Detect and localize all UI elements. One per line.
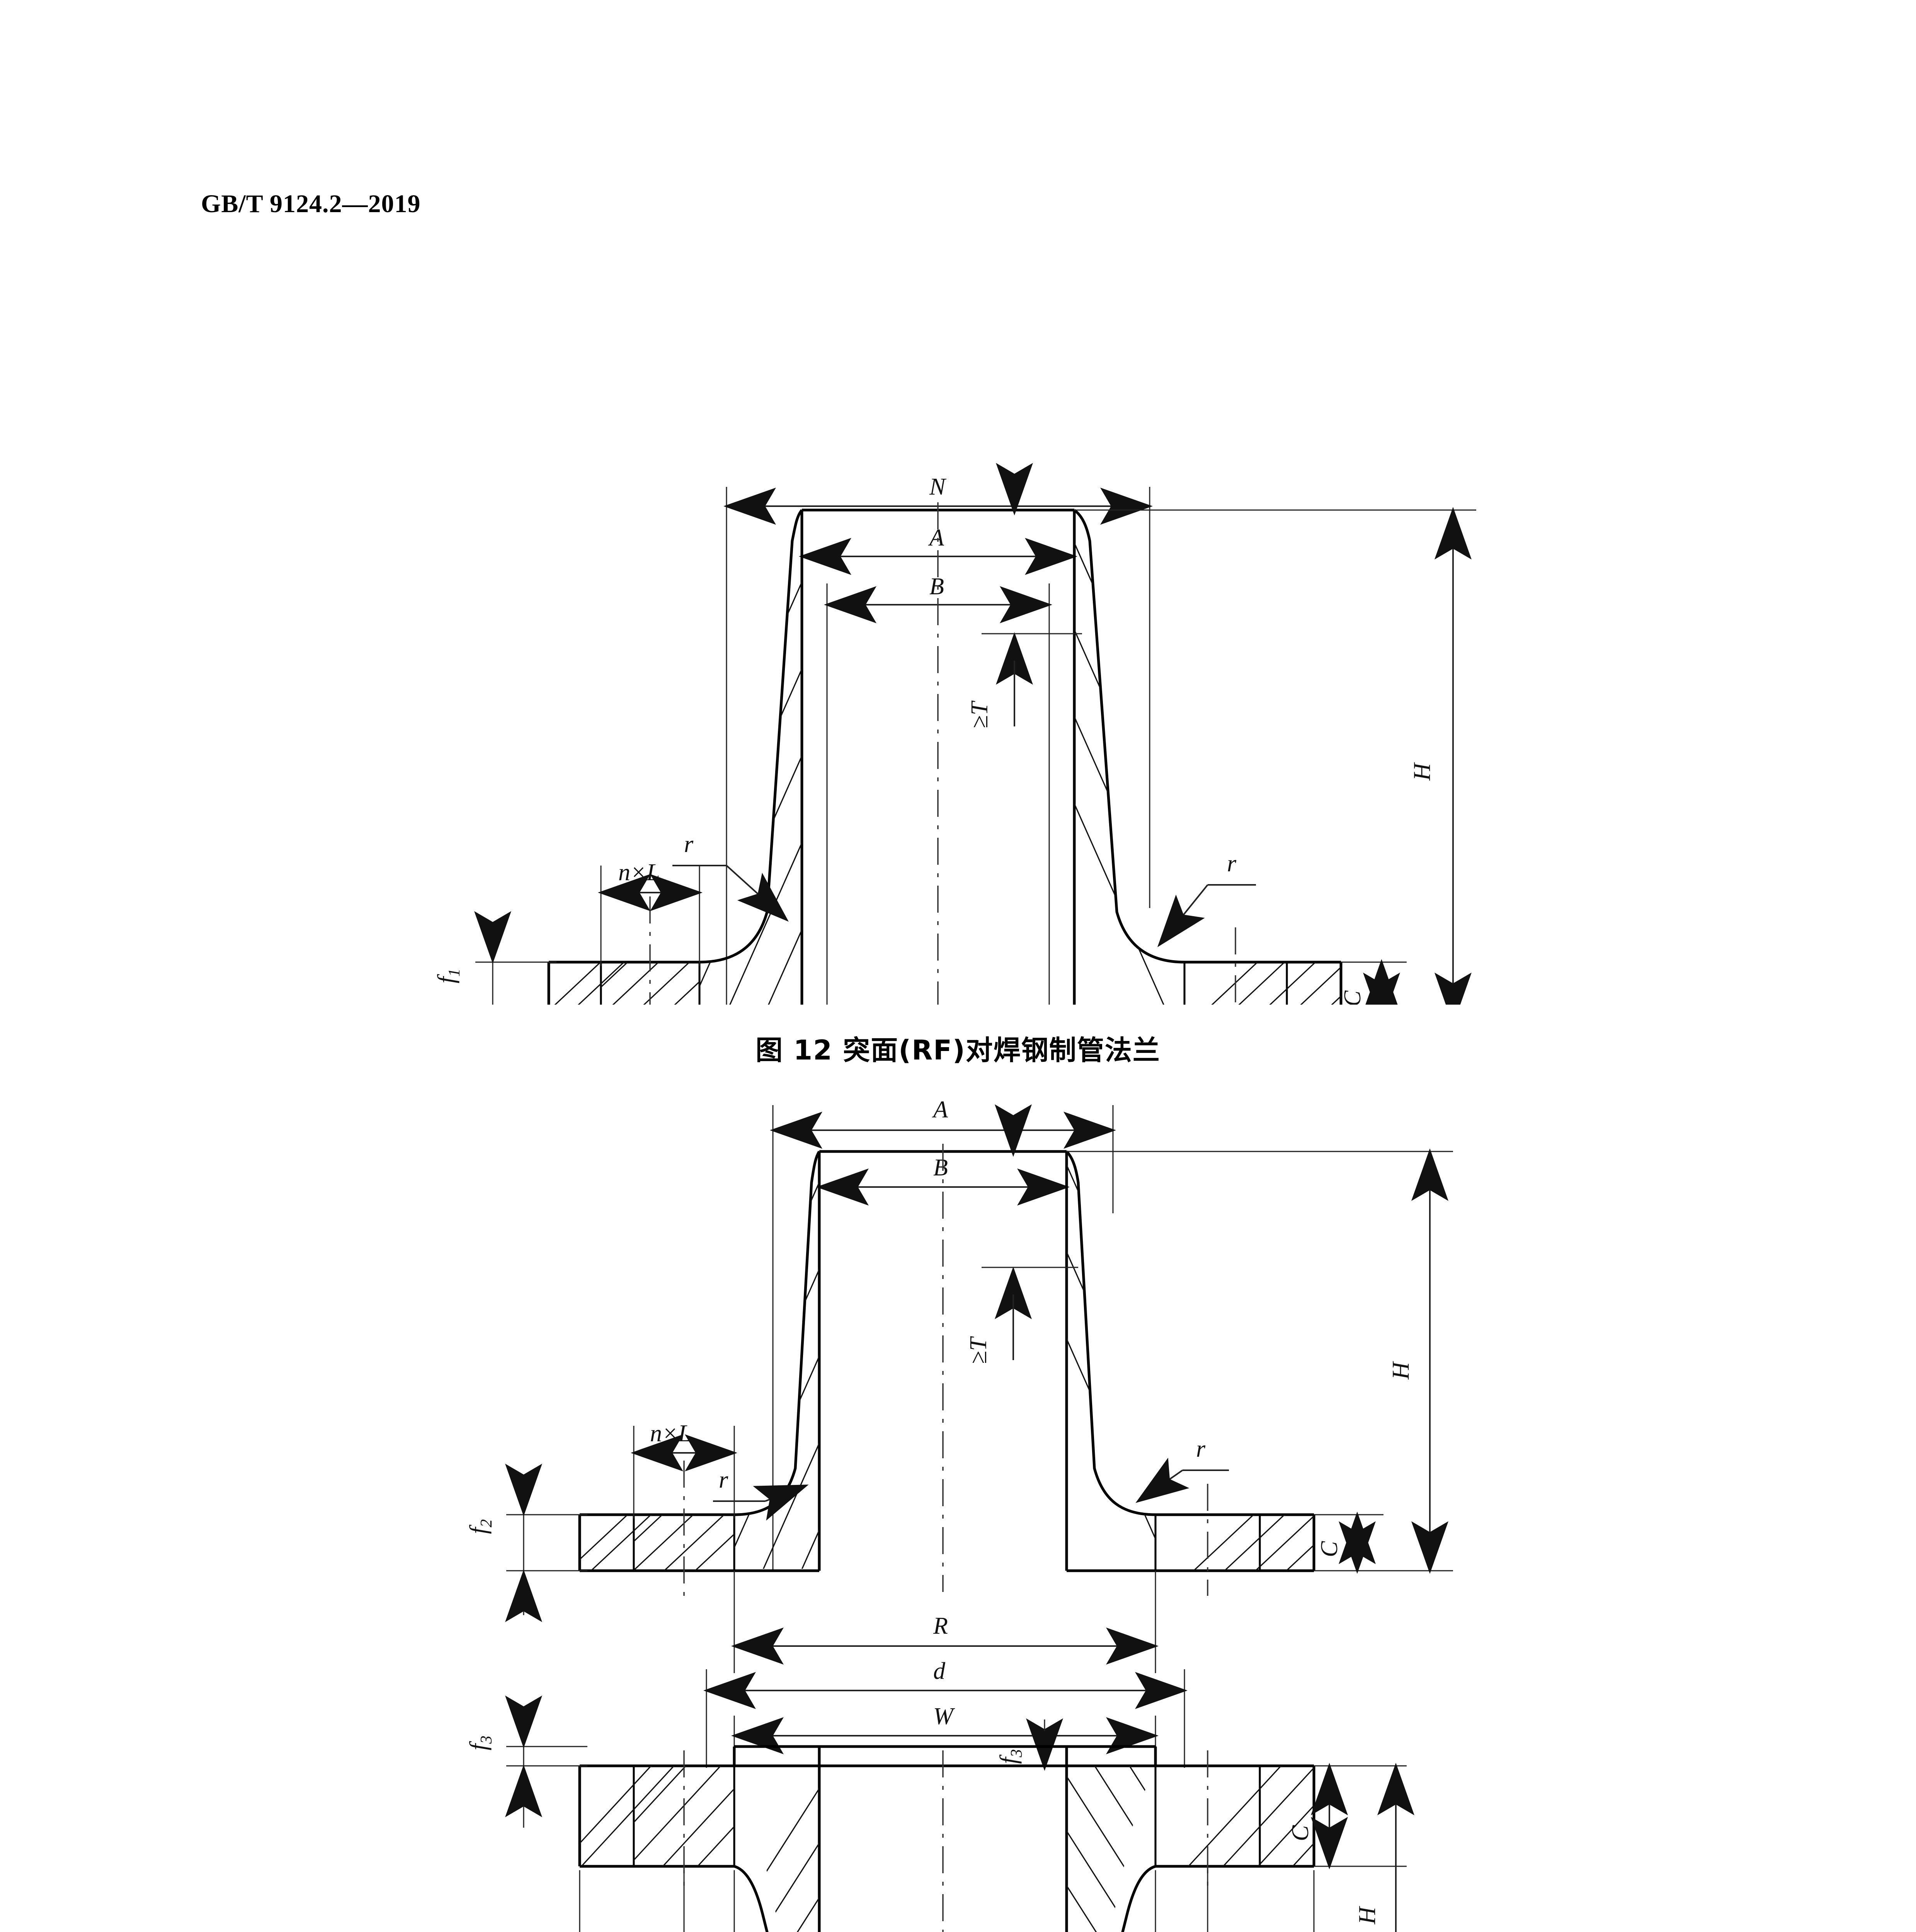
upper-flange-cross-section: [578, 1150, 1315, 1572]
standard-header: GB/T 9124.2—2019: [201, 190, 421, 218]
radius-callout-right-fig13: r: [1135, 1436, 1229, 1503]
dimension-H-lower: H: [1354, 1763, 1414, 1932]
lower-centerlines: [683, 1750, 1208, 1932]
dimension-C-upper: C: [1314, 1512, 1383, 1574]
dimension-label-f1: f1: [433, 969, 463, 983]
dimension-label-C-lower: C: [1287, 1825, 1314, 1841]
lower-flange-cross-section: [578, 1745, 1315, 1932]
upper-centerlines: [683, 1144, 1208, 1596]
lower-section-hatching: [580, 1766, 1314, 1932]
dimension-R-fig13: R: [731, 1571, 1159, 1673]
dimension-H-upper: H: [1067, 1148, 1453, 1574]
dimension-N-fig13: N: [733, 1870, 1156, 1932]
flange-cross-section: [547, 509, 1343, 1083]
dimension-label-N: N: [929, 474, 947, 500]
dimension-label-d: d: [933, 1658, 946, 1684]
dimension-W: W: [731, 1703, 1159, 1768]
dimension-label-T: ≥T: [965, 1336, 992, 1364]
dimension-label-A: A: [928, 525, 944, 551]
dimension-label-C: C: [1339, 990, 1366, 1005]
dimension-f3-mid: f3: [995, 1718, 1063, 1771]
dimension-label-nL: n×L: [618, 859, 660, 886]
dimension-f1: f1: [433, 911, 556, 1073]
dimension-label-A: A: [932, 1097, 948, 1123]
section-hatching: [549, 510, 1341, 1022]
dimension-f3-left: f3: [465, 1696, 587, 1828]
dimension-T-fig13: ≥T: [965, 1104, 1078, 1364]
radius-label-right: r: [1227, 850, 1237, 877]
figure-12-caption: 图 12 突面(RF)对焊钢制管法兰: [756, 1034, 1160, 1066]
dimension-D-fig13: D: [579, 1870, 1315, 1932]
radius-callout-left-fig13: r: [713, 1467, 809, 1521]
dimension-T: ≥T: [967, 463, 1082, 728]
dimension-nL: n×L: [598, 859, 703, 966]
dimension-label-H-lower: H: [1354, 1906, 1380, 1925]
radius-label-left: r: [719, 1467, 728, 1493]
dimension-label-H-upper: H: [1388, 1361, 1414, 1380]
dimension-d: d: [703, 1658, 1188, 1768]
dimension-label-B: B: [933, 1155, 948, 1181]
dimension-label-W: W: [933, 1703, 955, 1730]
figure-12-drawing: N A B: [0, 270, 1916, 1267]
dimension-C-lower: C: [1287, 1763, 1407, 1869]
radius-callout-right: r: [1157, 850, 1256, 947]
figure-13-drawing: A B: [0, 1094, 1916, 1932]
dimension-label-nL: n×L: [650, 1420, 691, 1447]
dimension-label-f3-mid: f3: [995, 1749, 1026, 1764]
dimension-nL-fig13: n×L: [631, 1420, 737, 1519]
dimension-H: H: [1074, 507, 1476, 1025]
dimension-label-f2: f2: [465, 1519, 495, 1534]
dimension-label-C-upper: C: [1316, 1541, 1343, 1557]
dimension-C: C: [1339, 959, 1407, 1025]
dimension-label-f3-left: f3: [465, 1736, 495, 1750]
dimension-label-H: H: [1409, 762, 1435, 781]
dimension-B: B: [824, 573, 1052, 1020]
radius-callout-left: r: [672, 831, 789, 922]
dimension-label-B: B: [929, 573, 944, 600]
dimension-K-fig13: K: [683, 1870, 1208, 1932]
radius-label-left: r: [684, 831, 694, 857]
dimension-f2: f2: [465, 1464, 587, 1622]
upper-section-hatching: [580, 1151, 1314, 1571]
dimension-label-R: R: [933, 1613, 948, 1639]
radius-label-right: r: [1196, 1436, 1206, 1462]
dimension-label-T: ≥T: [967, 700, 993, 728]
